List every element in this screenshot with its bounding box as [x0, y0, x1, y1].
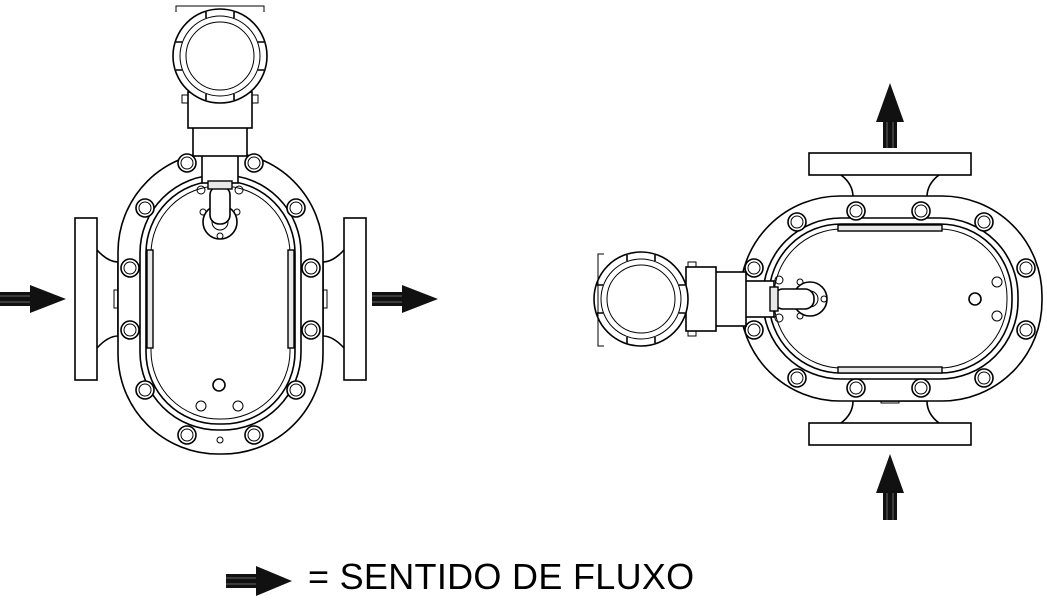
legend-label: = SENTIDO DE FLUXO: [308, 556, 695, 597]
flow-arrow-icon: [876, 454, 904, 520]
meter-left: [74, 5, 367, 455]
transmitter-head-right: [593, 251, 689, 347]
inlet-flange-bottom: [808, 422, 972, 446]
flow-arrow-icon: [876, 83, 904, 148]
flow-arrow-icon: [0, 285, 66, 313]
legend-flow-arrow-icon: [226, 566, 292, 596]
transmitter-head-left: [172, 8, 268, 104]
flow-arrows: [0, 83, 904, 520]
inlet-flange-left: [74, 217, 98, 381]
outlet-flange-top: [808, 152, 972, 176]
outlet-flange-right: [343, 217, 367, 381]
meter-right: [593, 152, 1043, 446]
flow-arrow-icon: [372, 285, 438, 313]
